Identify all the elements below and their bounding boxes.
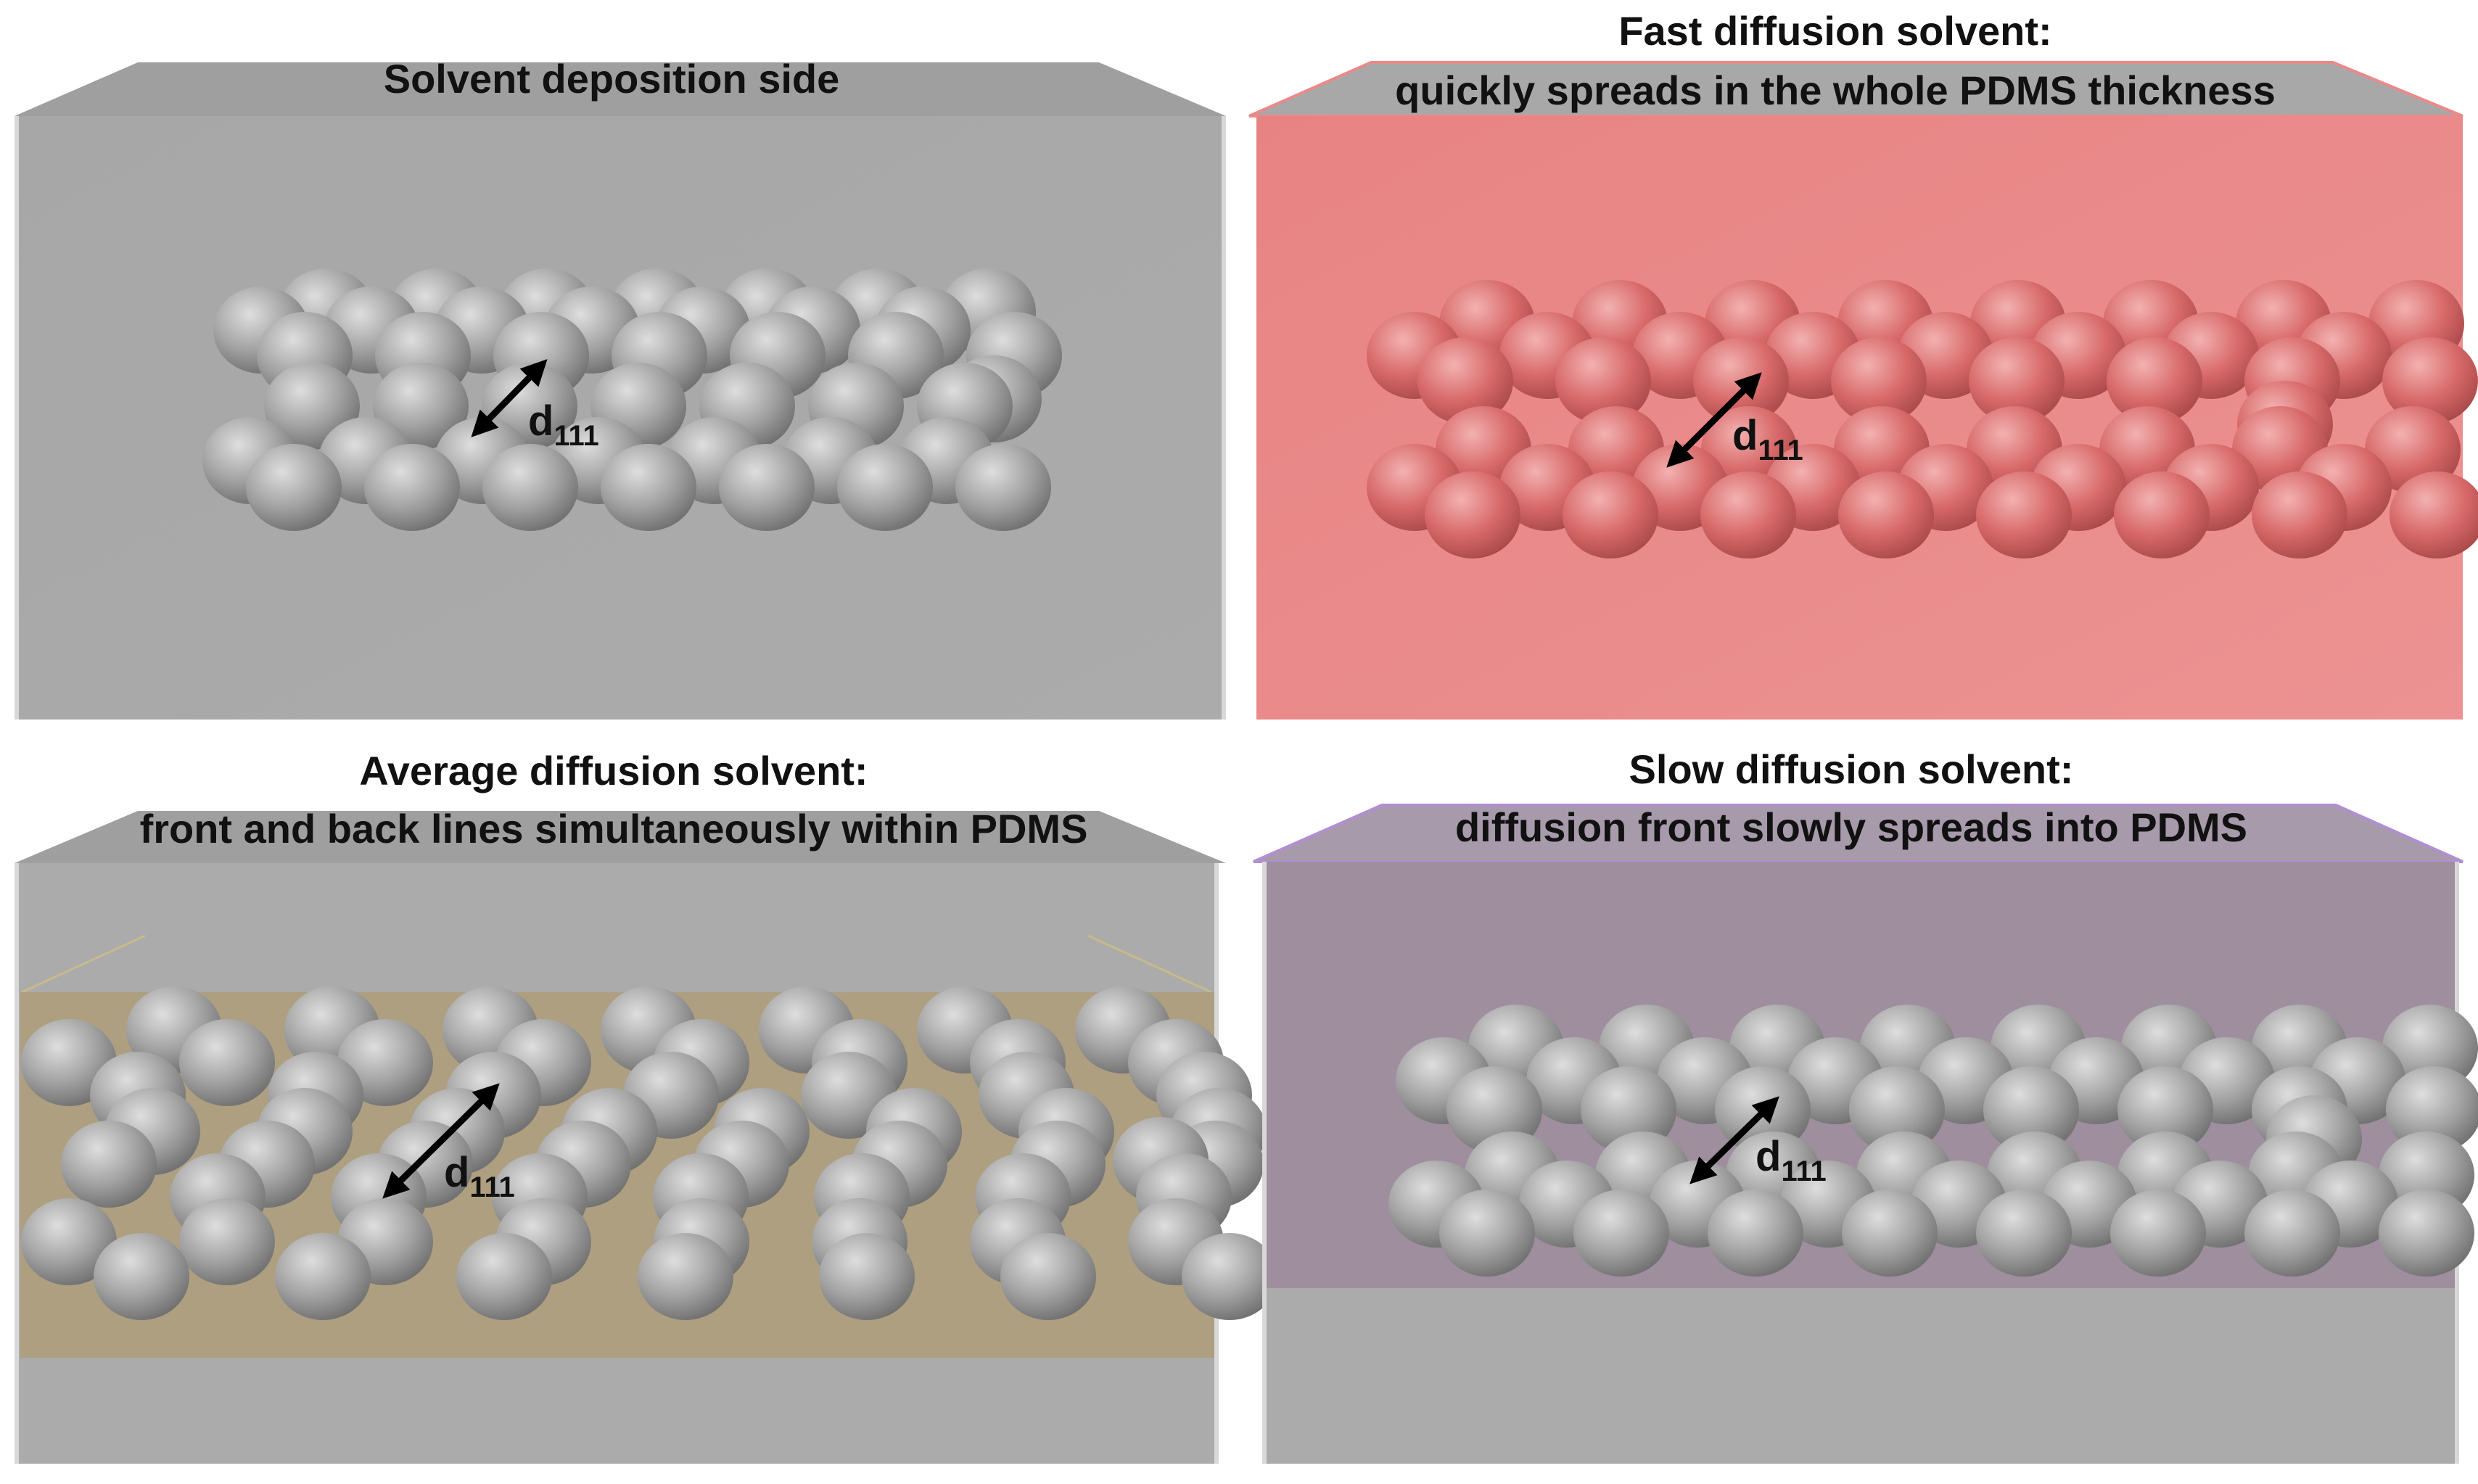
sphere <box>955 444 1051 531</box>
d111-arrow <box>471 359 548 437</box>
block-top-face <box>15 811 1226 863</box>
sphere <box>1000 1233 1096 1320</box>
colloidal-crystal <box>202 268 1062 531</box>
sphere <box>601 444 696 531</box>
sphere <box>1439 1190 1535 1277</box>
block-top-face <box>15 62 1226 116</box>
sphere <box>1831 337 1927 424</box>
caption-line-2: front and back lines simultaneously with… <box>140 806 1088 852</box>
sphere <box>1425 471 1520 558</box>
d111-arrow <box>1689 1096 1779 1184</box>
colloidal-crystal <box>21 986 1277 1320</box>
caption-line-1: Solvent deposition side <box>384 56 840 102</box>
sphere <box>2379 1190 2474 1277</box>
d111-arrow <box>382 1083 500 1199</box>
sphere <box>21 1198 117 1285</box>
sphere <box>1573 1190 1669 1277</box>
sphere <box>1182 1233 1277 1320</box>
d111-subscript: 111 <box>1758 434 1803 466</box>
d111-label: d <box>444 1149 469 1196</box>
sphere <box>2252 471 2347 558</box>
sphere <box>2382 1005 2478 1092</box>
caption-line-1: Fast diffusion solvent: <box>1618 8 2051 54</box>
sphere <box>2117 1066 2213 1153</box>
sphere <box>1700 471 1796 558</box>
sphere <box>1563 471 1658 558</box>
sphere <box>482 444 578 531</box>
sphere <box>719 444 815 531</box>
d111-subscript: 111 <box>469 1171 514 1203</box>
sphere <box>1417 337 1513 424</box>
d111-arrow <box>1666 372 1762 468</box>
caption-line-2: diffusion front slowly spreads into PDMS <box>1455 804 2247 850</box>
sphere <box>837 444 933 531</box>
sphere <box>179 1198 275 1285</box>
panel-solvent-deposition: d111 Solvent deposition side <box>15 56 1226 720</box>
d111-subscript: 111 <box>553 420 598 452</box>
sphere <box>2365 406 2461 493</box>
sphere <box>456 1233 552 1320</box>
sphere <box>2382 337 2478 424</box>
sphere <box>1969 337 2065 424</box>
sphere <box>1555 337 1651 424</box>
svg-text:d111: d111 <box>1732 412 1803 466</box>
sphere <box>1976 471 2072 558</box>
d111-subscript: 111 <box>1781 1155 1826 1187</box>
panel-slow-diffusion: d111 Slow diffusion solvent: diffusion f… <box>1253 746 2478 1464</box>
sphere <box>1446 1066 1542 1153</box>
panel-average-diffusion: d111 Average diffusion solvent: front an… <box>15 748 1277 1464</box>
sphere <box>179 1019 275 1106</box>
sphere <box>1842 1190 1938 1277</box>
sphere <box>1976 1190 2072 1277</box>
sphere <box>2110 1190 2206 1277</box>
sphere <box>275 1233 371 1320</box>
sphere <box>2114 471 2210 558</box>
colloidal-crystal <box>1367 280 2478 558</box>
d111-label: d <box>528 397 553 445</box>
caption-line-1: Slow diffusion solvent: <box>1629 746 2074 792</box>
caption-line-1: Average diffusion solvent: <box>359 748 868 793</box>
sphere <box>2244 1190 2340 1277</box>
sphere <box>2386 1066 2478 1153</box>
sphere <box>1708 1190 1803 1277</box>
svg-text:d111: d111 <box>1755 1133 1827 1187</box>
sphere <box>1983 1066 2079 1153</box>
panel-fast-diffusion: d111 Fast diffusion solvent: quickly spr… <box>1248 8 2478 720</box>
svg-text:d111: d111 <box>444 1149 515 1203</box>
sphere <box>1581 1066 1676 1153</box>
d111-label: d <box>1755 1133 1781 1180</box>
sphere <box>1849 1066 1945 1153</box>
sphere <box>61 1121 157 1208</box>
sphere <box>94 1233 189 1320</box>
sphere <box>2390 471 2478 558</box>
sphere <box>1838 471 1934 558</box>
sphere <box>2107 337 2202 424</box>
caption-line-2: quickly spreads in the whole PDMS thickn… <box>1395 67 2276 113</box>
sphere <box>246 444 342 531</box>
sphere <box>819 1233 915 1320</box>
d111-label: d <box>1732 412 1758 459</box>
sphere <box>364 444 460 531</box>
sphere <box>638 1233 733 1320</box>
svg-text:d111: d111 <box>528 397 599 452</box>
